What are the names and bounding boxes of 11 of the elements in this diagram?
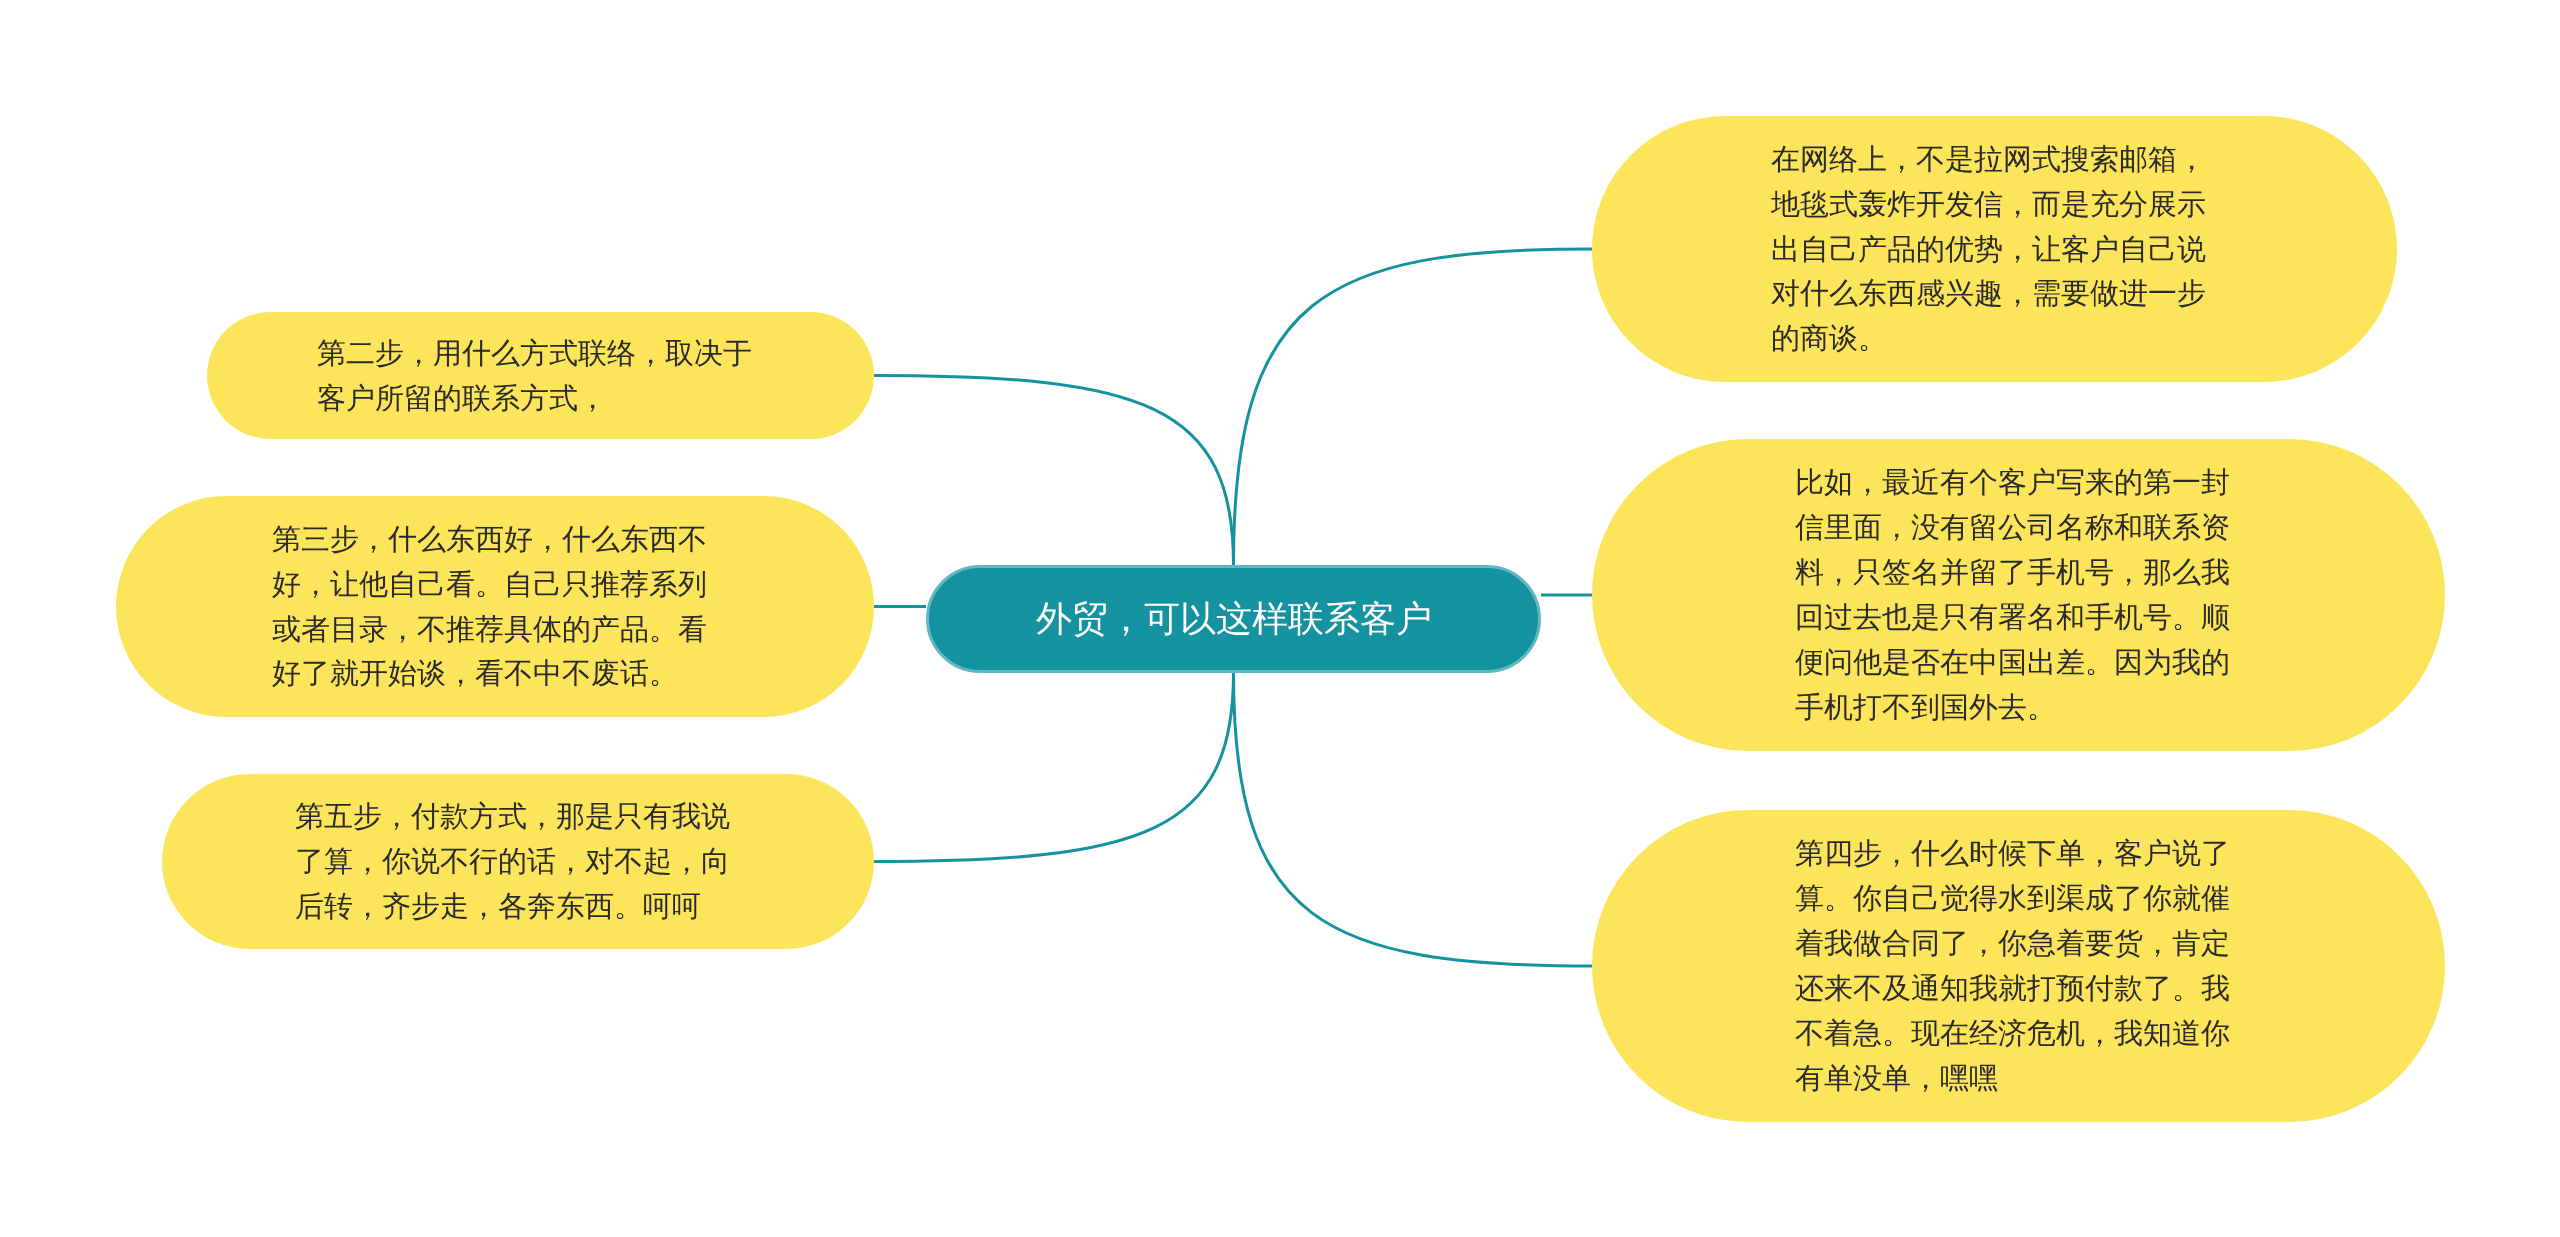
topic-text: 第五步，付款方式，那是只有我说了算，你说不行的话，对不起，向后转，齐步走，各奔东西。呵呵 bbox=[294, 798, 731, 925]
topic-text: 比如，最近有个客户写来的第一封信里面，没有留公司名称和联系资料，只签名并留了手机号，那么我回过去也是只有署名和手机号。顺便问他是否在中国出差。因为我的手机打不到国外去。 bbox=[1795, 464, 2232, 726]
topic-title: 外贸，可以这样联系客户 bbox=[1035, 597, 1432, 641]
topic-text: 第二步，用什么方式联络，取决于客户所留的联系方式， bbox=[317, 334, 754, 417]
topic-text: 第四步，什么时候下单，客户说了算。你自己觉得水到渠成了你就催着我做合同了，你急着要货，肯定还来不及通知我就打预付款了。我不着急。现在经济危机，我知道你有单没单，嘿嘿 bbox=[1795, 835, 2232, 1097]
connector-line bbox=[874, 605, 926, 608]
connector-line bbox=[1232, 672, 1593, 968]
connector-line bbox=[1232, 247, 1593, 566]
topic-text: 第三步，什么东西好，什么东西不好，让他自己看。自己只推荐系列或者目录，不推荐具体的产品。看好了就开始谈，看不中不废话。 bbox=[271, 520, 708, 693]
topic-text: 在网络上，不是拉网式搜索邮箱，地毯式轰炸开发信，而是充分展示出自己产品的优势，让客户自己说对什么东西感兴趣，需要做进一步的商谈。 bbox=[1771, 140, 2208, 358]
connector-line bbox=[1541, 593, 1592, 597]
